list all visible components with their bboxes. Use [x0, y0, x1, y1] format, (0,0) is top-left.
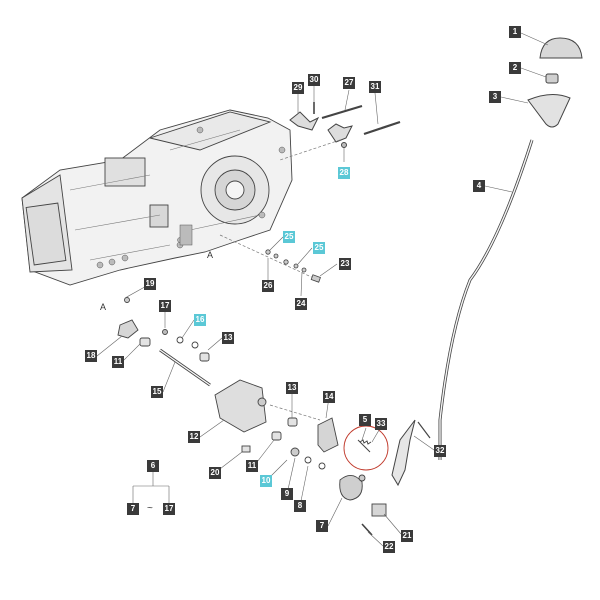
callout-7[interactable]: 7 [316, 520, 328, 532]
detail-circle [343, 425, 389, 471]
callout-33[interactable]: 33 [375, 418, 387, 430]
reference-letter-a-housing: A [207, 250, 214, 260]
callout-18[interactable]: 18 [85, 350, 97, 362]
shift-fork-assembly [279, 102, 401, 161]
callout-7-group[interactable]: 7 [127, 503, 139, 515]
gear-lever-assembly [391, 37, 583, 487]
callout-1[interactable]: 1 [509, 26, 521, 38]
selector-assembly [117, 297, 387, 536]
callout-29[interactable]: 29 [292, 82, 304, 94]
callout-13-lower[interactable]: 13 [286, 382, 298, 394]
reference-letter-a-bracket: A [100, 302, 107, 312]
callout-25-left[interactable]: 25 [283, 231, 295, 243]
callout-21[interactable]: 21 [401, 530, 413, 542]
callout-25-right[interactable]: 25 [313, 242, 325, 254]
callout-27[interactable]: 27 [343, 77, 355, 89]
callout-8[interactable]: 8 [294, 500, 306, 512]
callout-4[interactable]: 4 [473, 180, 485, 192]
callout-32[interactable]: 32 [434, 445, 446, 457]
callout-23[interactable]: 23 [339, 258, 351, 270]
callout-10[interactable]: 10 [260, 475, 272, 487]
callout-24[interactable]: 24 [295, 298, 307, 310]
callout-28[interactable]: 28 [338, 167, 350, 179]
callout-16[interactable]: 16 [194, 314, 206, 326]
callout-17[interactable]: 17 [159, 300, 171, 312]
callout-2[interactable]: 2 [509, 62, 521, 74]
callout-22[interactable]: 22 [383, 541, 395, 553]
callout-11-lower[interactable]: 11 [246, 460, 258, 472]
callout-17-group[interactable]: 17 [163, 503, 175, 515]
callout-19[interactable]: 19 [144, 278, 156, 290]
callout-11-upper[interactable]: 11 [112, 356, 124, 368]
transmission-housing [21, 109, 293, 286]
group-separator: ~ [147, 503, 153, 514]
callout-30[interactable]: 30 [308, 74, 320, 86]
callout-20[interactable]: 20 [209, 467, 221, 479]
callout-3[interactable]: 3 [489, 91, 501, 103]
callout-6[interactable]: 6 [147, 460, 159, 472]
callout-26[interactable]: 26 [262, 280, 274, 292]
callout-13-upper[interactable]: 13 [222, 332, 234, 344]
callout-15[interactable]: 15 [151, 386, 163, 398]
callout-9[interactable]: 9 [281, 488, 293, 500]
callout-14[interactable]: 14 [323, 391, 335, 403]
callout-5[interactable]: 5 [359, 414, 371, 426]
spring-pin [357, 439, 372, 453]
callout-12[interactable]: 12 [188, 431, 200, 443]
detent-assembly [219, 234, 321, 283]
callout-31[interactable]: 31 [369, 81, 381, 93]
